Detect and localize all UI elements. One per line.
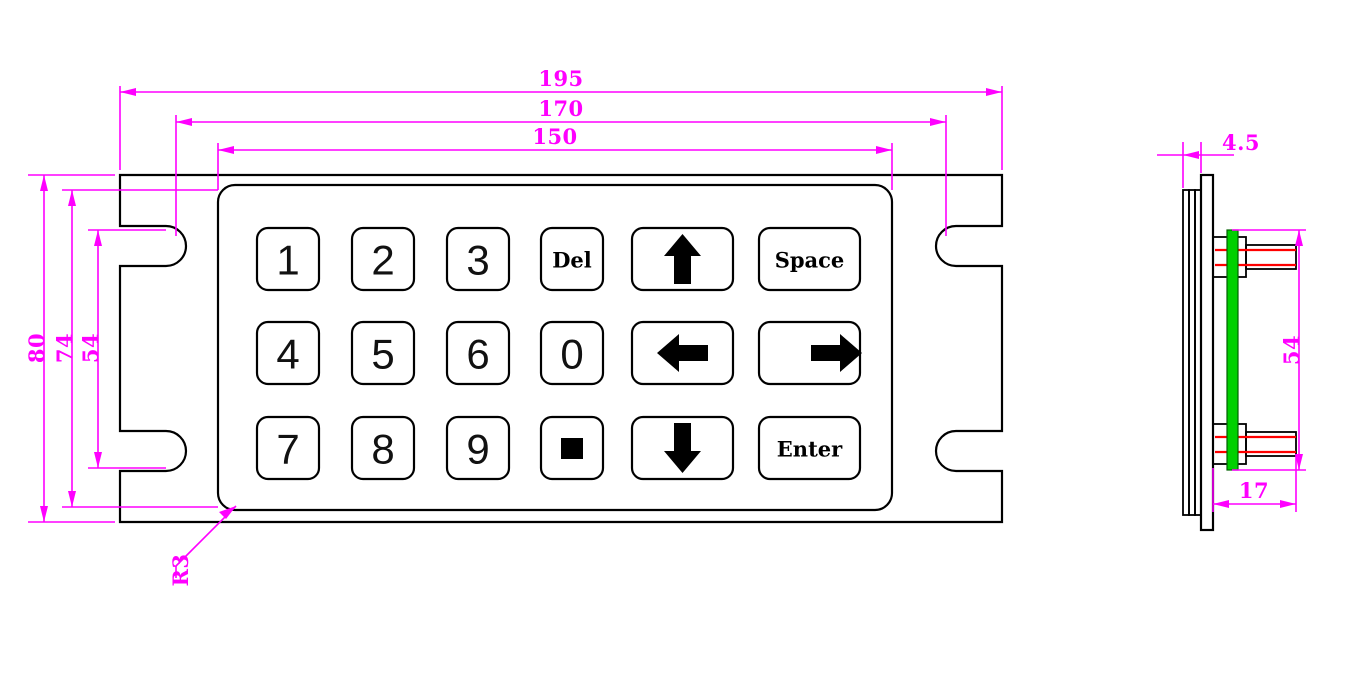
key-space-label: Space	[775, 248, 845, 273]
dim-arrow-170-right	[930, 118, 946, 126]
dim-arrow-45-left	[1183, 151, 1199, 159]
key-square[interactable]	[539, 415, 605, 481]
key-9-cap[interactable]	[445, 415, 511, 481]
dim-text-170: 170	[538, 96, 583, 121]
dim-arrow-195-right	[986, 88, 1002, 96]
side-layer-1	[1182, 189, 1190, 516]
key-arrow-left[interactable]	[630, 320, 735, 386]
dim-arrow-54s-top	[1295, 230, 1303, 246]
dim-arrow-54f-top	[94, 230, 102, 246]
front-view-dimensions: 195 170 150 80 74 54	[24, 66, 1003, 587]
key-arrow-right[interactable]	[757, 320, 862, 386]
key-arrow-up[interactable]	[630, 226, 735, 292]
key-1[interactable]: 1	[255, 226, 321, 292]
key-6-label: 6	[466, 331, 489, 378]
key-1-label: 1	[276, 237, 299, 284]
side-view-geometry	[1182, 173, 1297, 532]
keypad-keys: 1 2 3 Del Space 4 5	[255, 226, 862, 481]
arrow-left-icon	[657, 334, 708, 372]
key-space-cap[interactable]	[757, 226, 862, 292]
keypad-panel-outline	[216, 183, 894, 512]
key-5-cap[interactable]	[350, 320, 416, 386]
dim-text-150: 150	[532, 124, 577, 149]
dim-text-r3: R3	[168, 553, 193, 586]
key-4-label: 4	[276, 331, 299, 378]
dim-text-74: 74	[52, 333, 77, 363]
key-9[interactable]: 9	[445, 415, 511, 481]
side-pcb-strip	[1226, 229, 1239, 471]
side-connector-lower	[1212, 423, 1297, 465]
key-3-label: 3	[466, 237, 489, 284]
dim-text-195: 195	[538, 66, 583, 91]
dim-arrow-150-right	[876, 146, 892, 154]
key-enter[interactable]: Enter	[757, 415, 862, 481]
side-faceplate	[1199, 173, 1215, 532]
key-7-cap[interactable]	[255, 415, 321, 481]
side-layer-2	[1188, 189, 1196, 516]
arrow-right-icon	[811, 334, 862, 372]
dim-arrow-195-left	[120, 88, 136, 96]
dim-arrow-17-left	[1213, 500, 1229, 508]
square-icon	[561, 438, 583, 459]
leader-arrow-r3	[219, 506, 236, 519]
key-9-label: 9	[466, 426, 489, 473]
arrow-up-icon	[664, 234, 701, 284]
key-2-label: 2	[371, 237, 394, 284]
key-6[interactable]: 6	[445, 320, 511, 386]
key-arrow-down[interactable]	[630, 415, 735, 481]
key-0-cap[interactable]	[539, 320, 605, 386]
key-del-label: Del	[552, 248, 592, 273]
key-5[interactable]: 5	[350, 320, 416, 386]
key-5-label: 5	[371, 331, 394, 378]
dim-text-54-side: 54	[1279, 335, 1304, 365]
key-6-cap[interactable]	[445, 320, 511, 386]
dim-arrow-80-top	[40, 175, 48, 191]
key-4-cap[interactable]	[255, 320, 321, 386]
key-7[interactable]: 7	[255, 415, 321, 481]
key-7-label: 7	[276, 426, 299, 473]
key-enter-label: Enter	[777, 437, 843, 462]
dim-arrow-54s-bottom	[1295, 454, 1303, 470]
key-space[interactable]: Space	[757, 226, 862, 292]
dim-arrow-54f-bottom	[94, 452, 102, 468]
outer-bracket-outline	[118, 173, 1004, 524]
dim-text-17: 17	[1239, 478, 1269, 503]
dim-arrow-17-right	[1280, 500, 1296, 508]
header-lower-body	[1245, 431, 1297, 457]
key-4[interactable]: 4	[255, 320, 321, 386]
key-3-cap[interactable]	[445, 226, 511, 292]
dim-text-54-front: 54	[78, 333, 103, 363]
key-1-cap[interactable]	[255, 226, 321, 292]
key-0[interactable]: 0	[539, 320, 605, 386]
key-3[interactable]: 3	[445, 226, 511, 292]
dim-arrow-74-bottom	[68, 491, 76, 507]
dim-arrow-150-left	[218, 146, 234, 154]
key-8[interactable]: 8	[350, 415, 416, 481]
dim-arrow-74-top	[68, 190, 76, 206]
dim-arrow-80-bottom	[40, 506, 48, 522]
header-upper-body	[1245, 244, 1297, 270]
dim-text-80: 80	[24, 333, 49, 363]
side-connector-upper	[1212, 236, 1297, 278]
key-8-label: 8	[371, 426, 394, 473]
key-del-cap[interactable]	[539, 226, 605, 292]
key-2-cap[interactable]	[350, 226, 416, 292]
key-8-cap[interactable]	[350, 415, 416, 481]
side-view-dimensions: 4.5 54 17	[1157, 130, 1306, 512]
key-enter-cap[interactable]	[757, 415, 862, 481]
key-del[interactable]: Del	[539, 226, 605, 292]
dim-text-4point5: 4.5	[1222, 130, 1260, 155]
dim-arrow-170-left	[176, 118, 192, 126]
key-2[interactable]: 2	[350, 226, 416, 292]
front-view-geometry	[118, 173, 1004, 524]
arrow-down-icon	[664, 423, 701, 473]
key-0-label: 0	[560, 331, 583, 378]
